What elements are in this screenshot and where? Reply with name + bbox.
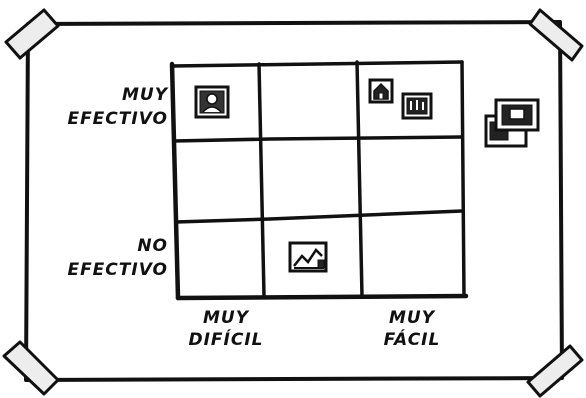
x-label-right-line1: MUY xyxy=(389,308,436,328)
y-label-bottom-line1: NO xyxy=(137,236,168,256)
x-label-right-line2: FÁCIL xyxy=(384,328,441,350)
x-label-left-line1: MUY xyxy=(203,308,250,328)
x-label-left-line2: DIFÍCIL xyxy=(188,328,263,350)
sticky-note-house-icon xyxy=(370,80,392,102)
sticky-note-person-icon xyxy=(196,87,228,117)
y-label-top-line1: MUY xyxy=(122,85,169,105)
x-axis xyxy=(178,296,466,298)
grid-line-right xyxy=(462,62,464,296)
y-label-top-line2: EFECTIVO xyxy=(67,109,168,129)
paper-sheet xyxy=(26,22,562,380)
sticky-note-chart-icon xyxy=(290,243,326,271)
y-label-bottom-line2: EFECTIVO xyxy=(67,260,168,280)
sticky-note-plants-icon xyxy=(403,94,431,118)
